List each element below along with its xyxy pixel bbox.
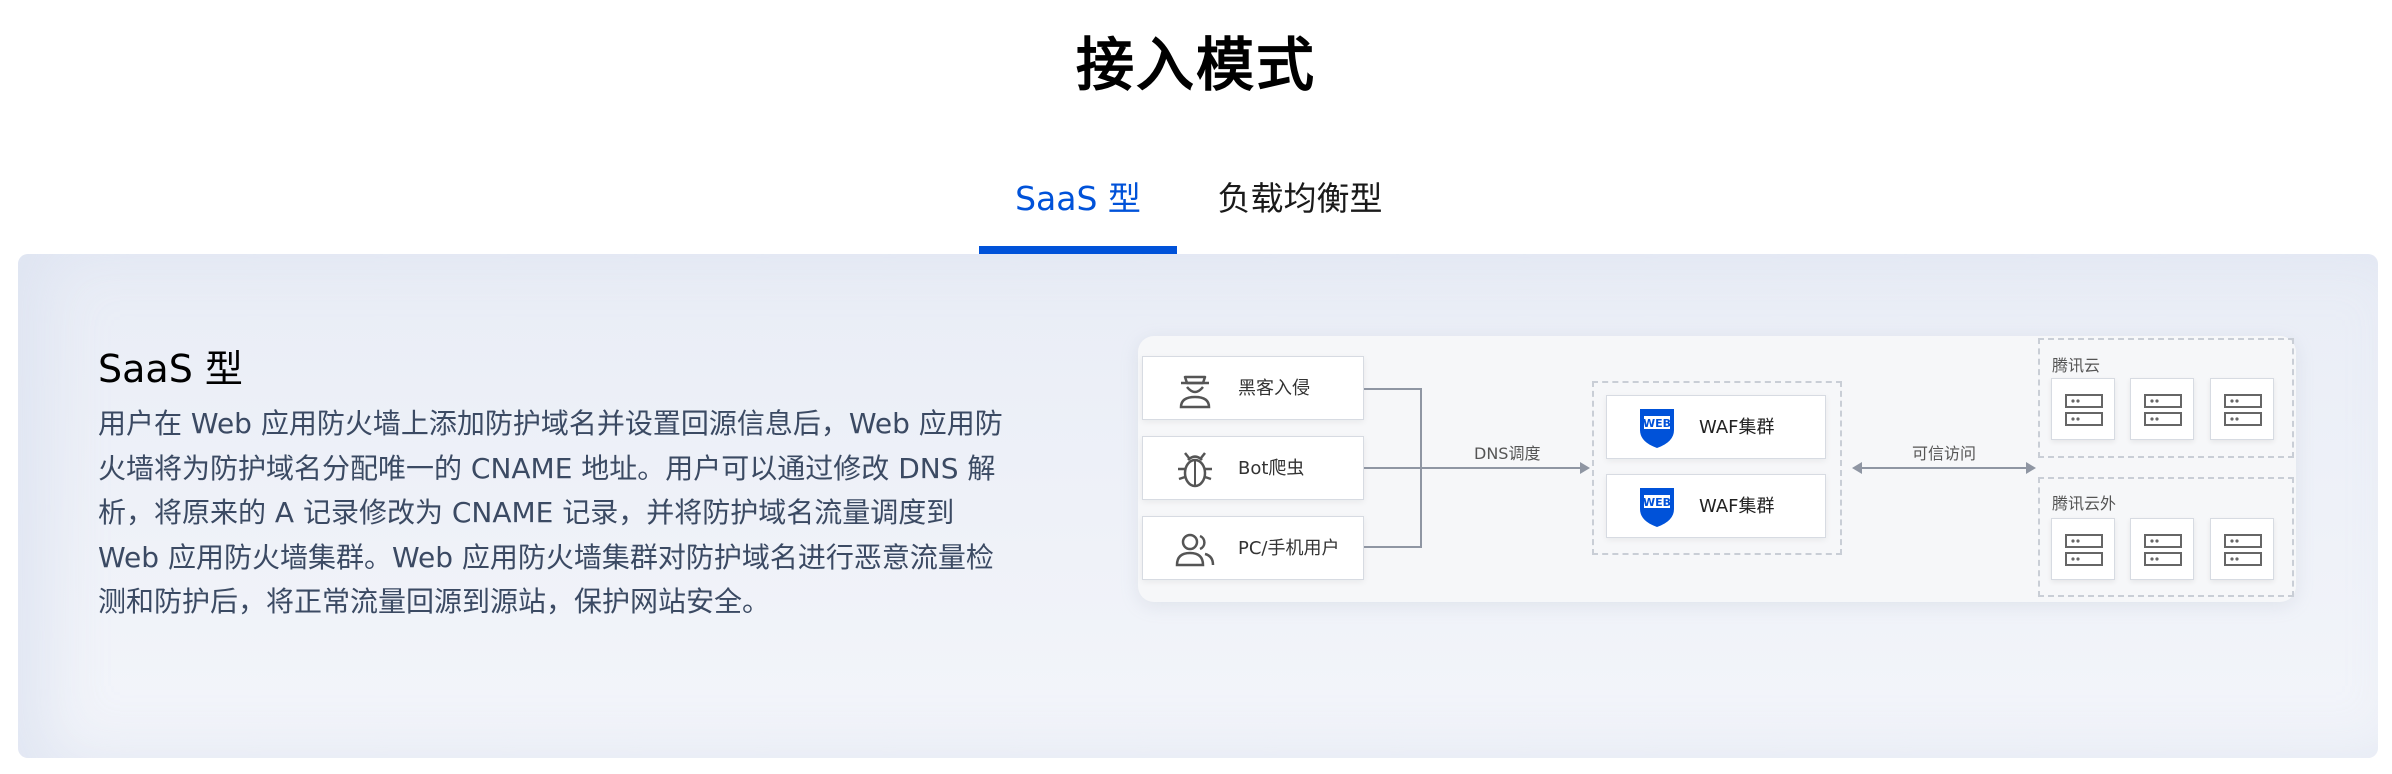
bug-icon: [1178, 452, 1212, 488]
dns-label: DNS调度: [1474, 444, 1541, 463]
waf-cluster-group: [1592, 381, 1842, 555]
web-shield-icon: WEB: [1640, 488, 1674, 527]
svg-text:WEB: WEB: [1643, 496, 1671, 509]
tab-load-balancer[interactable]: 负载均衡型: [1190, 160, 1410, 254]
connector-line: [1860, 467, 2026, 469]
tencent-cloud-label: 腾讯云: [2052, 356, 2101, 375]
waf-node: WEB WAF集群: [1606, 474, 1826, 538]
waf-node-label: WAF集群: [1699, 496, 1775, 517]
trusted-access-label: 可信访问: [1912, 444, 1977, 463]
connector-line: [1364, 546, 1422, 548]
outside-cloud-group: [2038, 477, 2294, 597]
server-icon: [2210, 378, 2274, 440]
active-tab-indicator: [979, 246, 1177, 254]
svg-text:WEB: WEB: [1643, 417, 1671, 430]
arrow-right-icon: [1580, 462, 1590, 474]
arrow-right-icon: [2026, 462, 2036, 474]
server-icon: [2130, 378, 2194, 440]
outside-cloud-label: 腾讯云外: [2052, 494, 2117, 513]
page-title: 接入模式: [1075, 31, 1316, 99]
server-icon: [2210, 518, 2274, 580]
source-users: PC/手机用户: [1142, 516, 1364, 580]
panel-description: 用户在 Web 应用防火墙上添加防护域名并设置回源信息后，Web 应用防火墙将为…: [98, 407, 1003, 618]
source-hacker: 黑客入侵: [1142, 356, 1364, 420]
server-icon: [2051, 378, 2115, 440]
panel-heading: SaaS 型: [98, 347, 243, 391]
tab-bar: SaaS 型 负载均衡型: [0, 160, 2392, 254]
server-icon: [2051, 518, 2115, 580]
source-bot: Bot爬虫: [1142, 436, 1364, 500]
web-shield-icon: WEB: [1640, 409, 1674, 448]
hacker-icon: [1179, 375, 1211, 409]
source-users-label: PC/手机用户: [1238, 538, 1340, 559]
users-icon: [1175, 533, 1215, 567]
waf-node-label: WAF集群: [1699, 417, 1775, 438]
connector-line: [1364, 467, 1582, 469]
source-bot-label: Bot爬虫: [1238, 458, 1305, 479]
tencent-cloud-group: [2038, 338, 2294, 458]
tab-saas-label: SaaS 型: [1015, 179, 1141, 218]
source-hacker-label: 黑客入侵: [1238, 378, 1310, 399]
server-icon: [2130, 518, 2194, 580]
arrow-left-icon: [1852, 462, 1862, 474]
tab-load-balancer-label: 负载均衡型: [1217, 179, 1383, 218]
waf-node: WEB WAF集群: [1606, 395, 1826, 459]
connector-line: [1364, 388, 1422, 390]
tab-saas[interactable]: SaaS 型: [979, 160, 1177, 254]
